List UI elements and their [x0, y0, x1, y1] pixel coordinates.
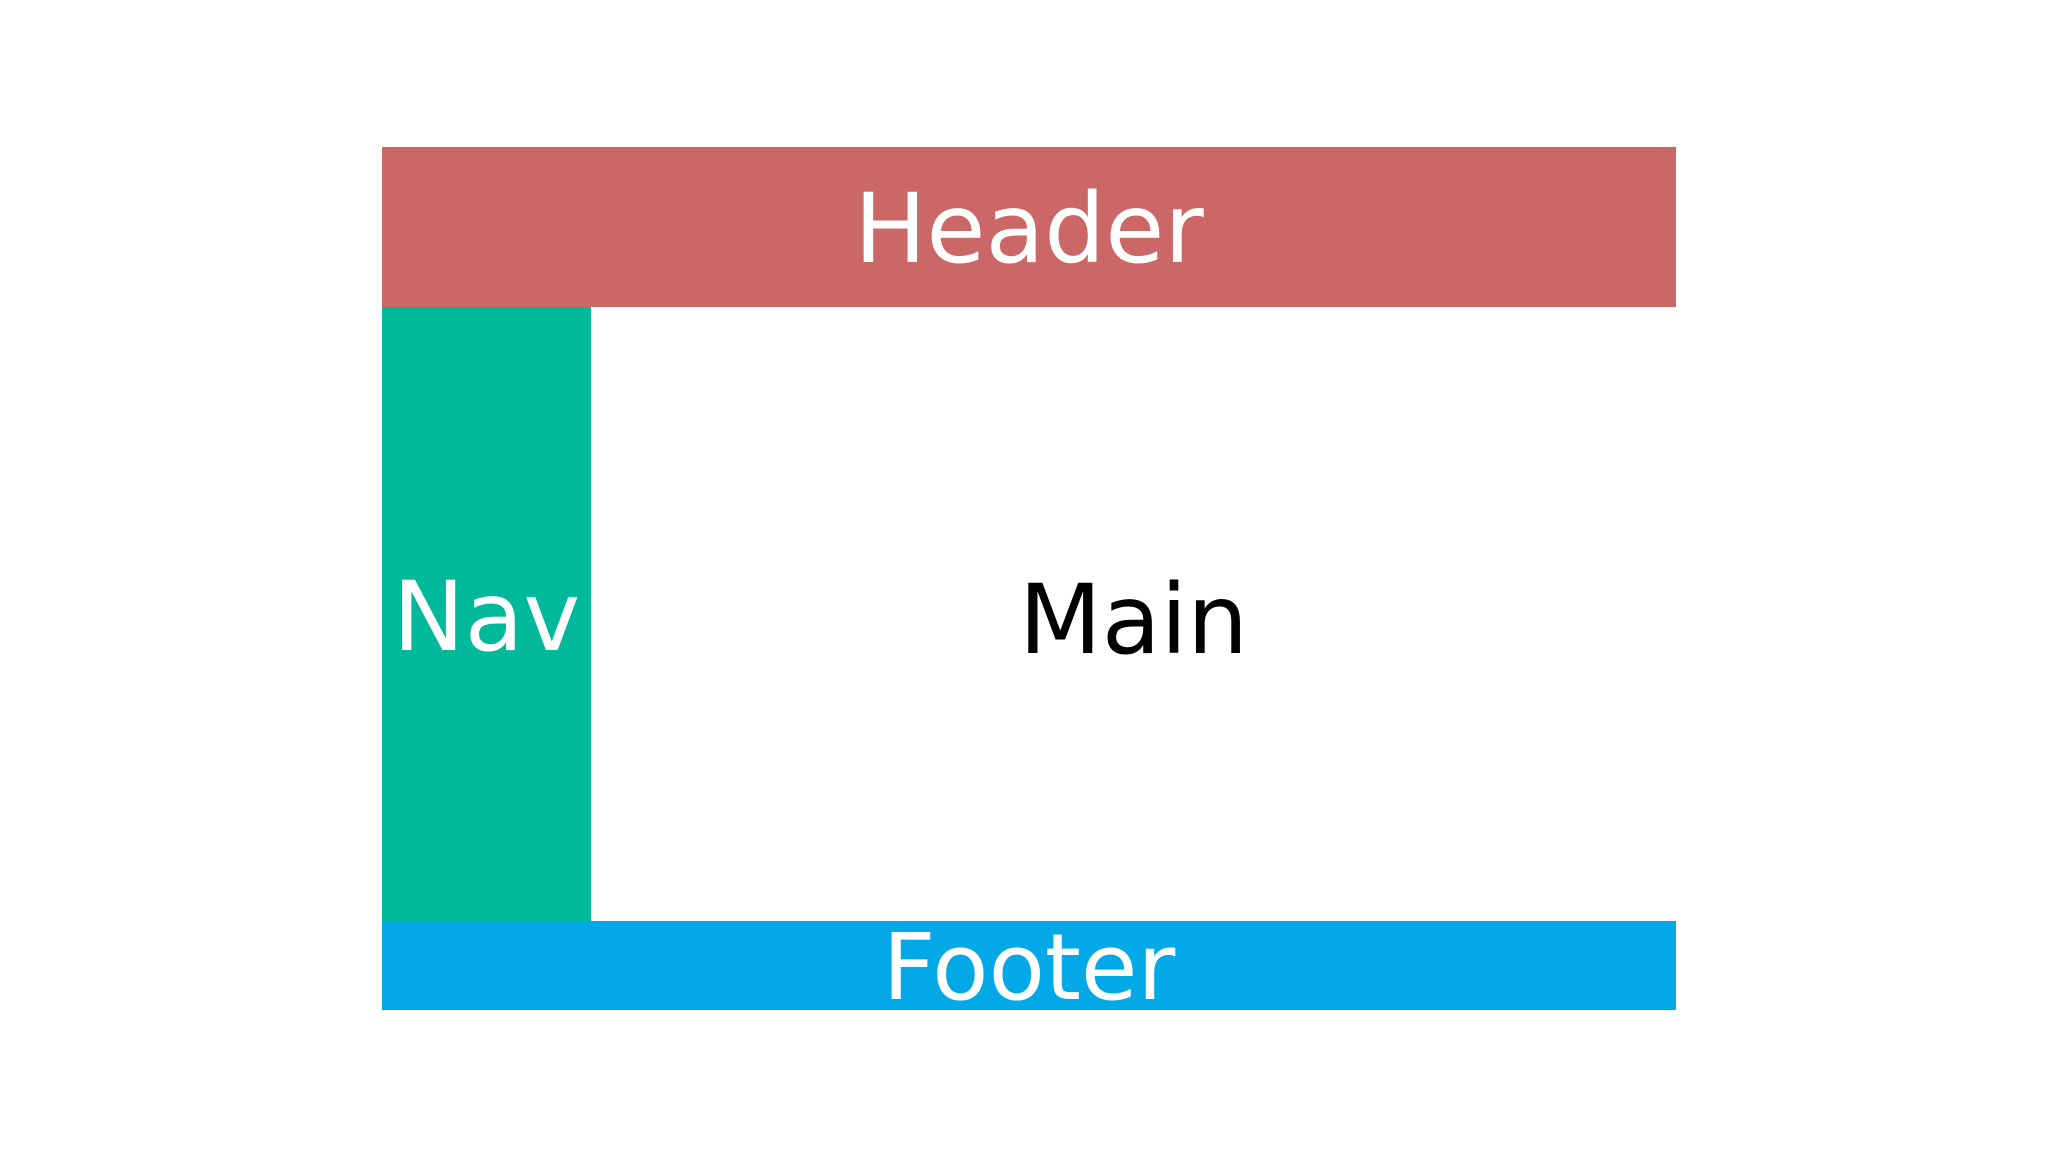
- header-region: Header: [382, 147, 1676, 307]
- main-label: Main: [1018, 564, 1249, 676]
- nav-region: Nav: [382, 307, 591, 921]
- main-region: Main: [591, 307, 1676, 921]
- footer-region: Footer: [382, 921, 1676, 1013]
- footer-label: Footer: [882, 913, 1176, 1021]
- header-label: Header: [854, 173, 1204, 285]
- nav-label: Nav: [392, 561, 581, 673]
